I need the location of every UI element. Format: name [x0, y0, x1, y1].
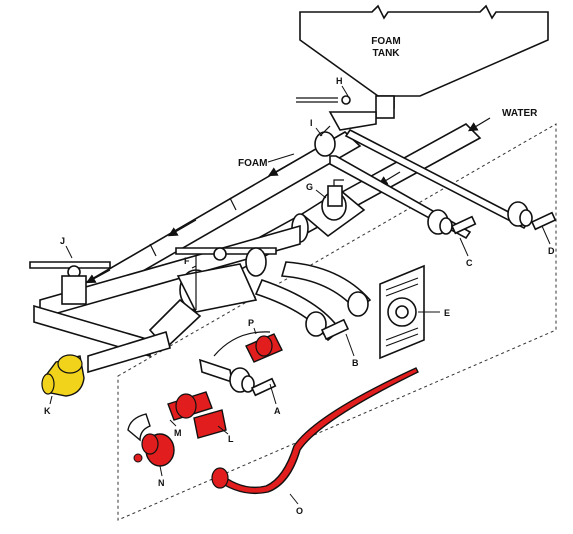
- label-h: H: [336, 76, 343, 86]
- yellow-elbow-k: [41, 354, 85, 397]
- tank-label-line2: TANK: [372, 48, 400, 59]
- label-n: N: [158, 478, 165, 488]
- label-b: B: [352, 358, 359, 368]
- label-i: I: [310, 118, 313, 128]
- label-g: G: [306, 182, 313, 192]
- discharge-lines: [329, 128, 557, 240]
- water-label: WATER: [502, 108, 538, 119]
- valve-i: [314, 125, 336, 157]
- tank-outlet-pipe: [296, 95, 395, 131]
- foam-label: FOAM: [238, 158, 267, 169]
- red-fitting-n: [127, 413, 175, 467]
- label-m: M: [174, 428, 182, 438]
- tank-label-line1: FOAM: [371, 36, 400, 47]
- valve-f-assembly: [87, 247, 267, 374]
- red-fitting-l: [193, 409, 227, 439]
- lower-manifold: [29, 224, 301, 358]
- label-c: C: [466, 258, 473, 268]
- red-fitting-m: [167, 391, 213, 421]
- part-labels: A B C D E F G H I J K L M N O P: [44, 76, 555, 516]
- label-p: P: [248, 318, 254, 328]
- label-o: O: [296, 506, 303, 516]
- label-d: D: [548, 246, 555, 256]
- red-hose-o: [211, 367, 419, 495]
- curved-pipes: [254, 261, 372, 342]
- label-l: L: [228, 434, 234, 444]
- discharge-a: [198, 331, 277, 397]
- label-j: J: [60, 236, 65, 246]
- label-f: F: [184, 256, 190, 266]
- red-fitting-p: [245, 333, 283, 363]
- label-e: E: [444, 308, 450, 318]
- label-k: K: [44, 406, 51, 416]
- label-a: A: [274, 406, 281, 416]
- gauge-panel-e: [379, 264, 425, 360]
